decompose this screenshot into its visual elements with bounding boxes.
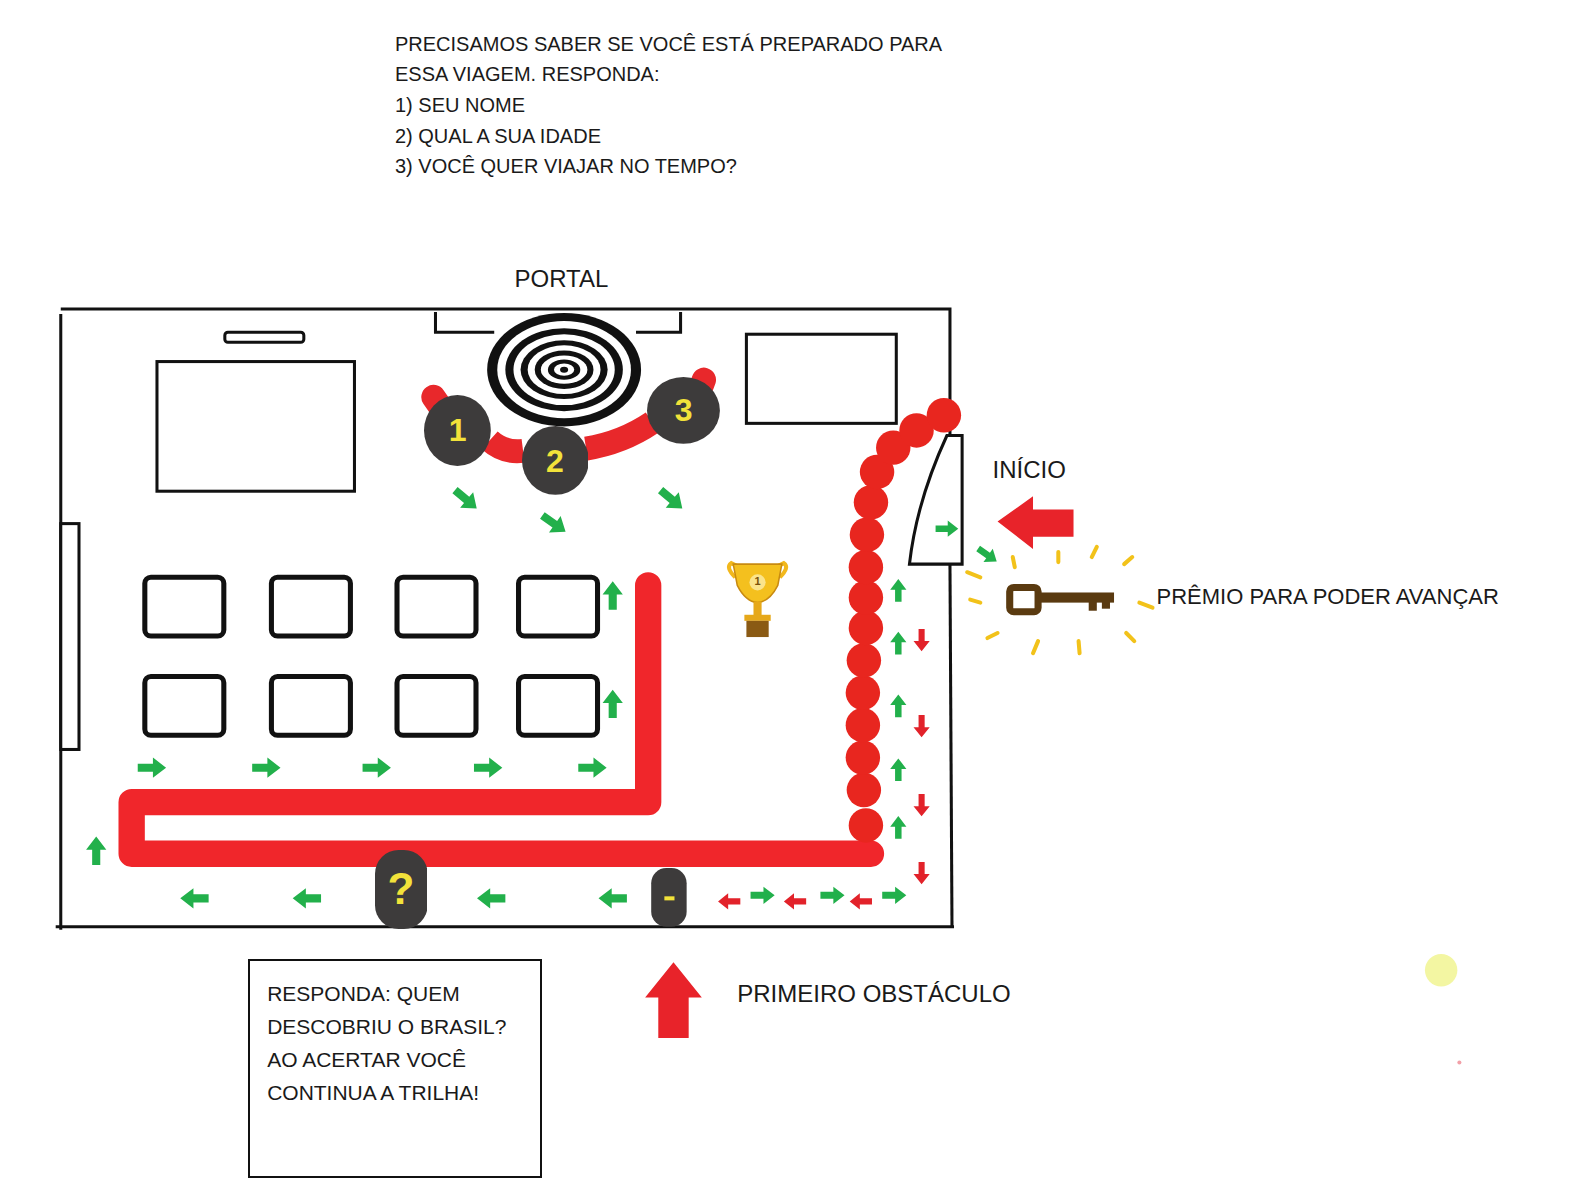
green-arrow xyxy=(578,758,606,778)
step-number: 1 xyxy=(449,414,467,446)
path-arrows xyxy=(86,482,1001,909)
room-walls xyxy=(56,309,954,930)
instructions-text: PRECISAMOS SABER SE VOCÊ ESTÁ PREPARADO … xyxy=(395,29,962,89)
red-arrow xyxy=(914,629,930,651)
desk xyxy=(271,577,350,636)
green-arrow xyxy=(474,758,502,778)
green-arrow xyxy=(820,887,844,904)
green-arrow xyxy=(180,888,208,908)
trail xyxy=(132,585,871,853)
trail-connector xyxy=(490,440,523,451)
red-arrow xyxy=(850,893,872,909)
green-arrow xyxy=(293,888,321,908)
start-arrow xyxy=(998,496,1074,549)
obstacle-mark xyxy=(664,896,674,900)
question-text: RESPONDA: QUEM DESCOBRIU O BRASIL? AO AC… xyxy=(267,977,524,1109)
green-arrow xyxy=(477,888,505,908)
green-arrow xyxy=(448,482,483,516)
marker-fill xyxy=(647,377,720,444)
desk xyxy=(145,677,224,736)
window xyxy=(61,524,79,750)
prize-label: PRÊMIO PARA PODER AVANÇAR xyxy=(1157,584,1499,610)
wall xyxy=(56,925,954,928)
trail-connector xyxy=(586,422,652,448)
portal-label: PORTAL xyxy=(514,265,608,294)
obstacle-arrow xyxy=(645,962,702,1038)
key xyxy=(967,547,1152,653)
step-circle: 3 xyxy=(647,377,720,444)
question-box: RESPONDA: QUEM DESCOBRIU O BRASIL? AO AC… xyxy=(248,959,542,1178)
step-circle: 1 xyxy=(424,395,491,466)
desk xyxy=(145,577,224,636)
green-arrow xyxy=(973,542,1001,568)
desk xyxy=(271,677,350,736)
green-arrow xyxy=(890,579,906,602)
marker-fill xyxy=(424,395,491,466)
green-arrow xyxy=(537,507,572,540)
door xyxy=(909,436,962,565)
green-arrow xyxy=(603,690,623,718)
green-arrow xyxy=(890,632,906,655)
desk xyxy=(397,677,476,736)
green-arrow xyxy=(138,758,166,778)
green-arrow xyxy=(882,887,906,904)
green-arrow xyxy=(890,758,906,781)
desks xyxy=(145,577,598,735)
green-arrow xyxy=(751,887,775,904)
marker-fill xyxy=(375,850,428,929)
obstacle-label: PRIMEIRO OBSTÁCULO xyxy=(737,980,1010,1009)
step-number: ? xyxy=(388,867,415,911)
trophy xyxy=(729,563,786,637)
green-arrow xyxy=(599,888,627,908)
green-arrow xyxy=(363,758,391,778)
red-arrow xyxy=(784,893,806,909)
obstacle xyxy=(651,868,686,927)
green-arrow xyxy=(603,581,623,609)
question-item: 2) QUAL A SUA IDADE xyxy=(395,121,601,151)
red-arrow xyxy=(914,862,930,884)
desk xyxy=(519,577,598,636)
dot xyxy=(1425,954,1457,986)
board xyxy=(157,362,354,492)
wall xyxy=(950,564,952,927)
green-arrow xyxy=(936,521,959,537)
desk xyxy=(397,577,476,636)
green-arrow xyxy=(252,758,280,778)
step-circle: 2 xyxy=(522,426,589,495)
red-arrow xyxy=(718,893,740,909)
desk xyxy=(519,677,598,736)
green-arrow xyxy=(654,482,689,516)
question-marker: ? xyxy=(375,850,428,929)
step-number: 3 xyxy=(675,394,693,426)
green-arrow xyxy=(890,695,906,718)
shelf xyxy=(225,332,304,342)
red-arrow xyxy=(914,794,930,816)
board xyxy=(746,334,896,423)
dot xyxy=(1457,1060,1461,1064)
start-label: INÍCIO xyxy=(993,456,1066,485)
question-item: 3) VOCÊ QUER VIAJAR NO TEMPO? xyxy=(395,151,737,181)
step-number: 2 xyxy=(546,445,564,477)
green-arrow xyxy=(86,837,106,865)
portal-spiral xyxy=(487,313,641,426)
trophy-number: 1 xyxy=(754,576,760,589)
question-item: 1) SEU NOME xyxy=(395,90,525,120)
marker-fill xyxy=(522,426,589,495)
green-arrow xyxy=(890,816,906,839)
red-arrow xyxy=(914,715,930,737)
trail-dots xyxy=(846,398,961,843)
